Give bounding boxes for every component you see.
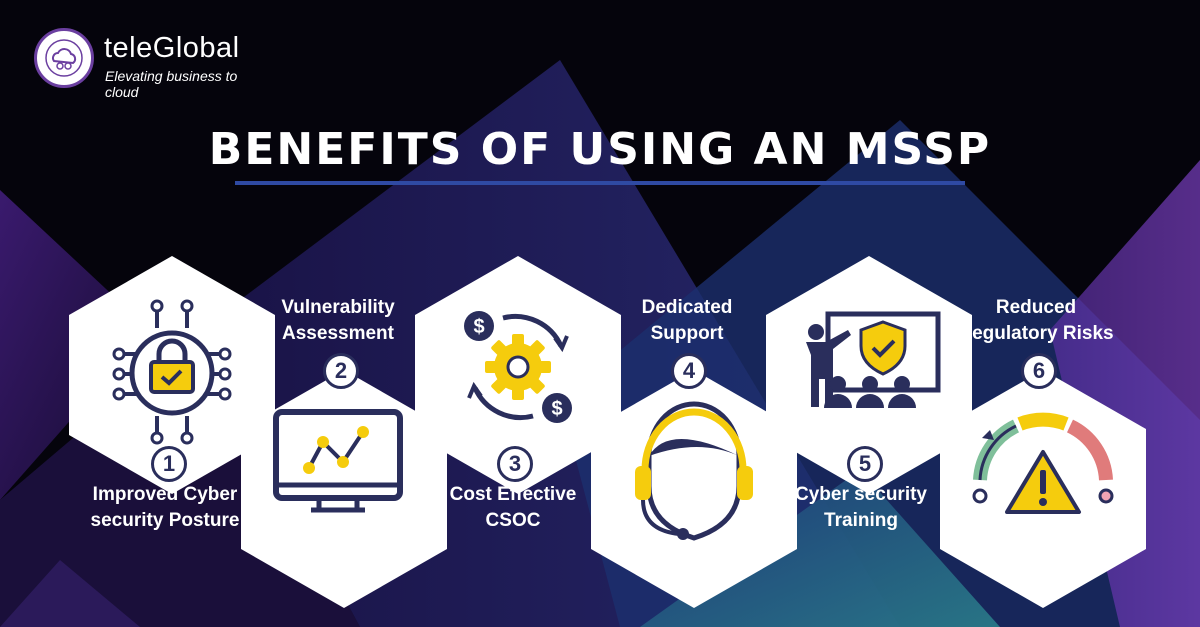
benefit-label-2: Vulnerability Assessment [228, 295, 448, 347]
monitor-chart-icon [273, 409, 403, 513]
brand-logo[interactable]: teleGlobal Elevating business to cloud [34, 28, 264, 100]
benefit-card-3: $ $ [415, 256, 621, 494]
training-presentation-icon [806, 311, 941, 408]
benefit-label-6-line1: Reduced [995, 297, 1077, 318]
padlock-circuit-icon [112, 299, 232, 445]
benefit-label-1-line2: security Posture [90, 510, 240, 531]
benefit-label-1: Improved Cyber security Posture [55, 482, 275, 534]
benefit-card-1 [69, 256, 275, 494]
benefit-card-6 [940, 370, 1146, 608]
benefit-number-2: 2 [323, 353, 359, 389]
brand-tagline: Elevating business to cloud [105, 68, 238, 100]
benefit-label-2-line1: Vulnerability [281, 297, 395, 318]
benefit-label-4: Dedicated Support [577, 295, 797, 347]
gear-dollar-cycle-icon: $ $ [464, 311, 572, 423]
benefit-label-2-line2: Assessment [282, 323, 394, 344]
title-underline [235, 181, 965, 185]
benefit-label-3-line1: Cost Effective [449, 484, 577, 505]
svg-text:$: $ [473, 316, 484, 338]
benefit-number-4: 4 [671, 353, 707, 389]
benefit-card-4 [591, 370, 797, 608]
benefit-label-5: Cyber security Training [751, 482, 971, 534]
benefit-label-4-line1: Dedicated [641, 297, 733, 318]
benefit-number-5: 5 [847, 446, 883, 482]
benefit-label-4-line2: Support [650, 323, 724, 344]
benefit-label-6-line2: Regulatory Risks [958, 323, 1114, 344]
svg-text:$: $ [551, 398, 562, 420]
benefit-number-1: 1 [151, 446, 187, 482]
benefit-label-3: Cost Effective CSOC [403, 482, 623, 534]
headset-agent-icon [635, 401, 753, 541]
benefit-number-6: 6 [1021, 353, 1057, 389]
benefit-number-3: 3 [497, 446, 533, 482]
benefit-label-6: Reduced Regulatory Risks [926, 295, 1146, 347]
cloud-logo-icon [34, 28, 94, 88]
benefit-label-5-line2: Training [824, 510, 898, 531]
benefit-label-5-line1: Cyber security [794, 484, 927, 505]
benefit-label-1-line1: Improved Cyber [92, 484, 238, 505]
brand-name: teleGlobal [104, 32, 240, 64]
benefit-card-2 [241, 370, 447, 608]
benefit-card-5 [766, 256, 972, 494]
page-title: BENEFITS OF USING AN MSSP [208, 124, 992, 175]
benefit-label-3-line2: CSOC [485, 510, 541, 531]
risk-gauge-warning-icon [972, 412, 1114, 514]
